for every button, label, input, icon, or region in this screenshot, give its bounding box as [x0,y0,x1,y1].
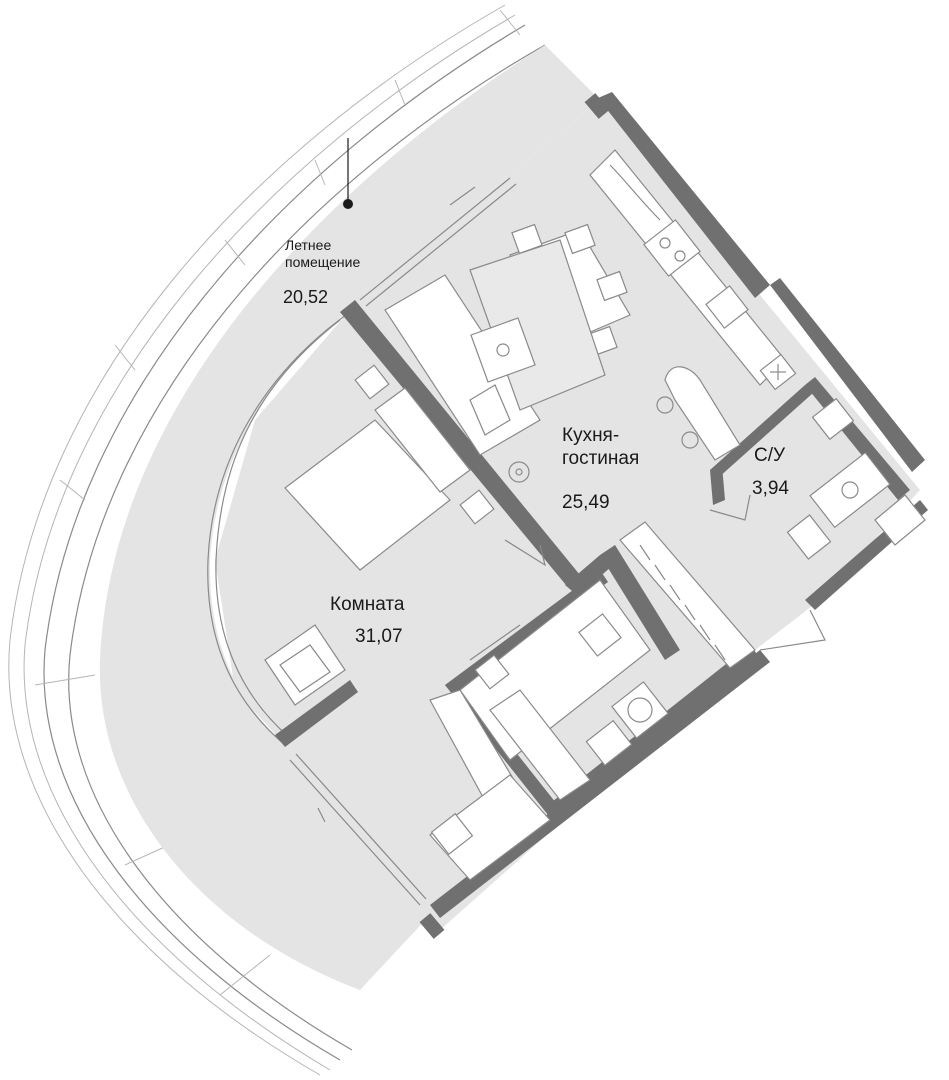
summer-room-area: 20,52 [283,287,329,307]
bedroom-area: 31,07 [355,626,403,647]
wardrobe [619,521,756,669]
exterior-railing [8,4,546,1076]
hallway-storage [429,774,551,881]
bathroom-label: С/У [754,445,786,466]
kitchen-counter [589,149,797,391]
kitchen-living-label: Кухня- гостиная [562,425,639,471]
summer-room-name-line2: помещение [285,253,361,270]
kitchen-living-name-line2: гостиная [562,447,640,469]
kitchen-island [656,366,741,461]
bedroom-label: Комната [330,594,405,615]
bathroom-2 [429,579,669,811]
summer-room-leader-dot [343,199,353,209]
bathroom-area: 3,94 [752,478,789,499]
bathroom-fixtures [786,397,926,560]
curved-window-wall [207,311,351,746]
summer-room-name-line1: Летнее [285,237,332,253]
summer-room-label: Летнее помещение [285,237,360,271]
living-furniture [384,239,606,483]
doors [469,494,826,661]
summer-room-floor [99,45,600,990]
bed [284,364,495,571]
kitchen-living-area: 25,49 [562,492,610,513]
armchair [264,624,346,706]
kitchen-living-name-line1: Кухня- [562,425,620,446]
sliding-doors [289,177,517,906]
